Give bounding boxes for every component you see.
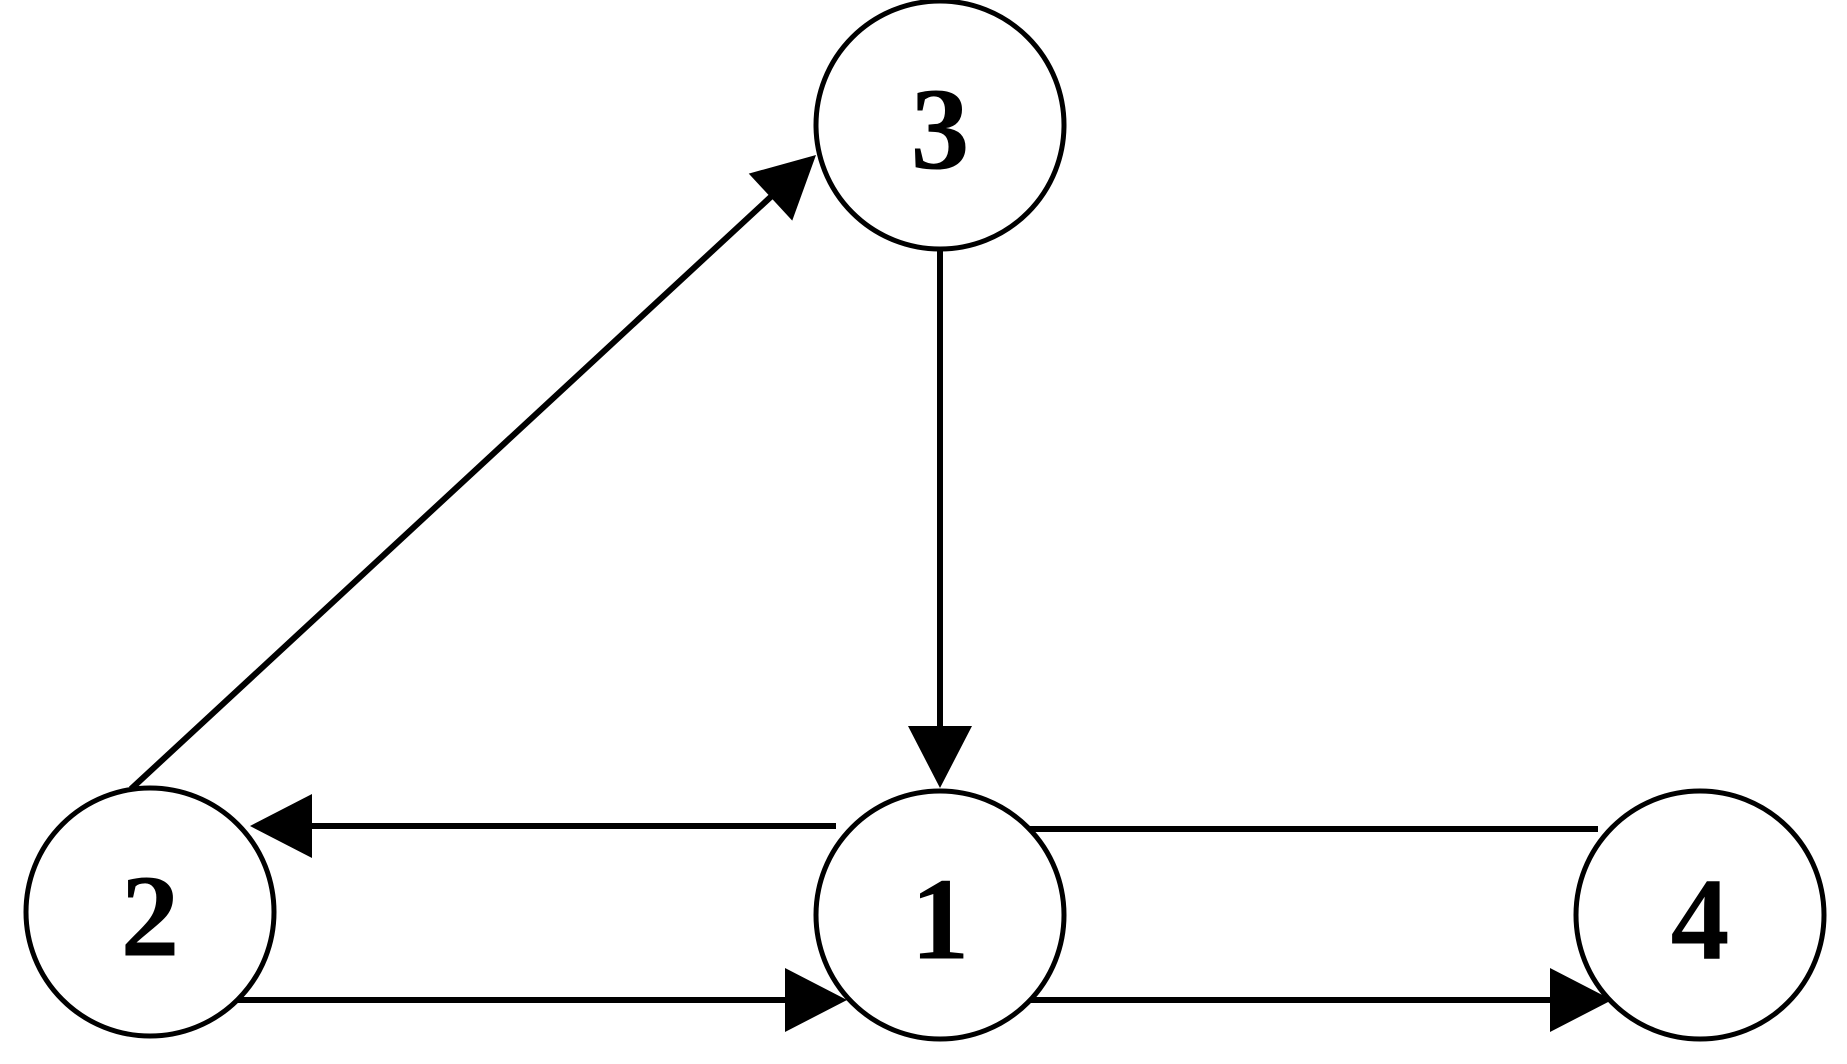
edge-2-to-3 [128, 155, 816, 792]
edge-line-2-3 [128, 191, 777, 792]
arrowhead-icon-3-1 [908, 726, 972, 788]
graph-node-2[interactable]: 2 [23, 785, 277, 1039]
arrowhead-icon-1-4 [1550, 968, 1612, 1032]
node-circle-4[interactable] [1573, 788, 1827, 1042]
graph-node-1[interactable]: 1 [813, 788, 1067, 1042]
node-circle-3[interactable] [813, 0, 1067, 252]
node-circle-1[interactable] [813, 788, 1067, 1042]
edge-3-to-1 [908, 250, 972, 788]
arrowhead-icon-2-3 [748, 155, 816, 221]
arrowhead-icon-2-1 [785, 968, 847, 1032]
arrowhead-icon-1-2 [250, 794, 312, 858]
node-label-1: 1 [911, 854, 970, 985]
graph-node-4[interactable]: 4 [1573, 788, 1827, 1042]
node-label-3: 3 [911, 64, 970, 195]
node-circle-2[interactable] [23, 785, 277, 1039]
nodes-layer: 1 2 3 4 [23, 0, 1827, 1042]
edge-1-to-2 [250, 794, 836, 858]
edge-2-to-1 [213, 968, 847, 1032]
node-label-2: 2 [121, 851, 180, 982]
node-label-4: 4 [1671, 854, 1730, 985]
graph-node-3[interactable]: 3 [813, 0, 1067, 252]
